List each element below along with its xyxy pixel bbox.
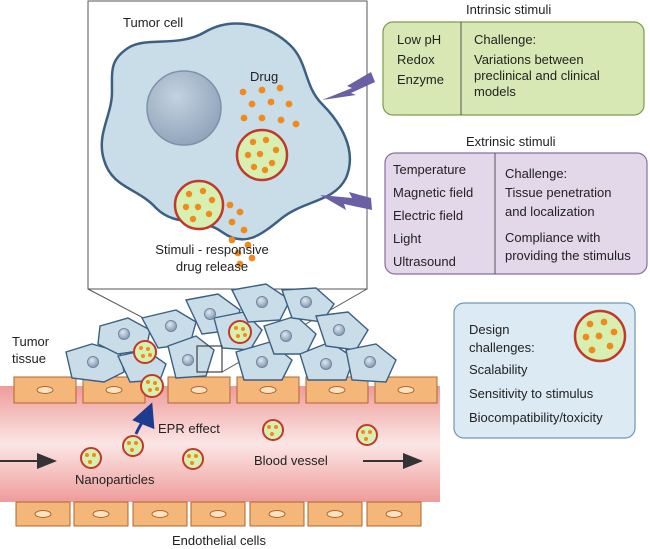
extrinsic-stimulus: Temperature — [393, 162, 466, 177]
endothelial-row-bottom — [15, 501, 422, 527]
intrinsic-title: Intrinsic stimuli — [466, 2, 552, 17]
extrinsic-challenge-line: Compliance with — [505, 230, 601, 245]
nanoparticle-in-cell — [235, 128, 289, 182]
design-item: Sensitivity to stimulus — [469, 386, 594, 401]
endothelial-label: Endothelial cells — [172, 533, 266, 548]
intrinsic-challenge-line: Variations between — [474, 52, 584, 67]
intrinsic-challenge-line: models — [474, 84, 516, 99]
drug-molecules-outside — [226, 201, 256, 268]
intrinsic-challenge-line: preclinical and clinical — [474, 68, 600, 83]
design-nanoparticle-icon — [573, 309, 627, 363]
tumor-tissue-label-line2: tissue — [12, 351, 46, 366]
design-title-line1: Design — [469, 322, 510, 337]
intrinsic-stimulus: Low pH — [397, 32, 442, 47]
intrinsic-stimulus: Redox — [397, 52, 435, 67]
zoom-region-marker — [196, 345, 223, 373]
extrinsic-stimulus: Electric field — [393, 208, 464, 223]
extrinsic-challenge-line: Tissue penetration — [505, 185, 612, 200]
extrinsic-title: Extrinsic stimuli — [466, 134, 556, 149]
nanoparticles-label: Nanoparticles — [75, 472, 155, 487]
extrinsic-challenge-line: and localization — [505, 204, 595, 219]
design-item: Scalability — [469, 362, 528, 377]
extrinsic-challenge-line: Challenge: — [505, 166, 568, 181]
extrinsic-stimulus: Ultrasound — [393, 254, 456, 269]
intrinsic-stimulus-bolt — [322, 72, 375, 100]
tumor-tissue-label-line1: Tumor — [12, 334, 50, 349]
epr-label: EPR effect — [158, 421, 220, 436]
intrinsic-stimulus: Enzyme — [397, 72, 444, 87]
blood-vessel-label: Blood vessel — [254, 453, 328, 468]
vessel-nanoparticles — [80, 419, 378, 470]
intrinsic-challenge-line: Challenge: — [474, 32, 537, 47]
design-title-line2: challenges: — [469, 340, 535, 355]
tumor-cell-nucleus — [146, 70, 222, 146]
extrinsic-stimulus: Light — [393, 231, 422, 246]
nanoparticle-releasing — [173, 179, 225, 231]
tissue-nanoparticles — [133, 320, 252, 398]
design-item: Biocompatibility/toxicity — [469, 410, 603, 425]
drug-label: Drug — [250, 69, 279, 84]
drug-molecules-released — [239, 84, 300, 128]
tumor-cell-label: Tumor cell — [123, 15, 184, 30]
epr-arrow — [132, 402, 155, 435]
extrinsic-stimulus: Magnetic field — [393, 185, 474, 200]
extrinsic-stimulus-bolt — [320, 192, 372, 210]
release-label-line2: drug release — [175, 259, 249, 274]
tumor-tissue-nuclei — [87, 296, 376, 370]
release-label-line1: Stimuli - responsive — [155, 242, 269, 257]
extrinsic-box — [384, 152, 648, 275]
extrinsic-challenge-line: providing the stimulus — [505, 248, 631, 263]
intrinsic-box — [382, 21, 645, 116]
